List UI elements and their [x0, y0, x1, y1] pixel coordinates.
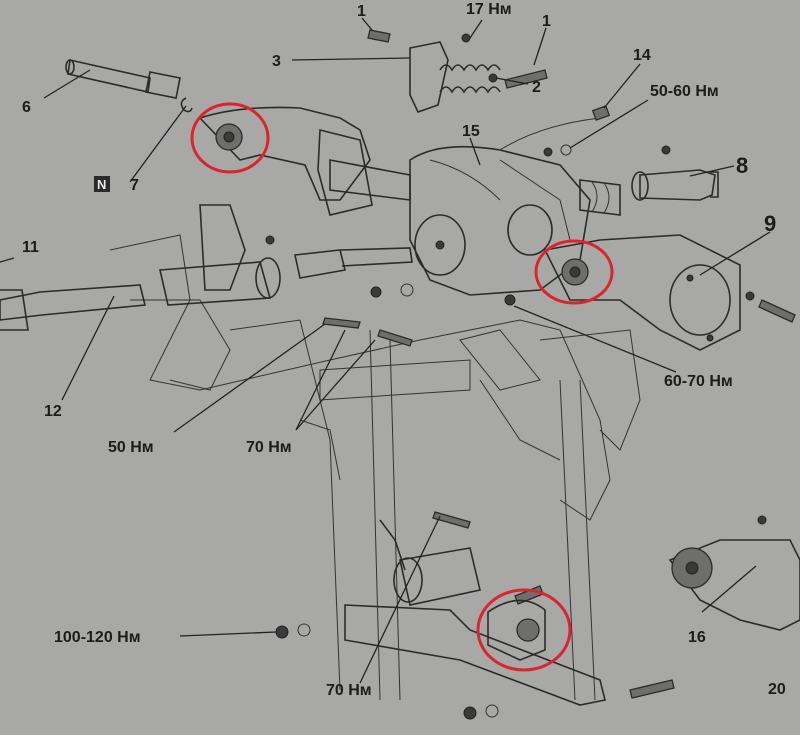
callout-7-group: N 7 [94, 176, 139, 194]
lower-crossmember [344, 519, 606, 706]
subframe-structure [109, 234, 641, 701]
callout-11: 11 [22, 239, 39, 256]
callout-16: 16 [688, 629, 706, 646]
torque-70-bottom: 70 Нм [326, 682, 372, 699]
torque-100-120: 100-120 Нм [54, 629, 141, 646]
part-14-sensor [499, 105, 611, 151]
part-9-right-arm [543, 234, 741, 351]
callout-15: 15 [462, 123, 480, 140]
nut-2 [488, 73, 498, 83]
torque-50-60: 50-60 Нм [650, 83, 719, 100]
torque-17: 17 Нм [466, 1, 512, 18]
torque-70-mid: 70 Нм [246, 439, 292, 456]
callout-8: 8 [736, 153, 748, 178]
part-16-bracket [668, 515, 800, 631]
highlight-circle-right-bushing [534, 239, 614, 305]
left-mount-bracket [199, 204, 275, 291]
left-trailing-arm [198, 106, 373, 216]
part-3-bracket [409, 41, 501, 113]
callout-6: 6 [22, 99, 31, 116]
part-8-flange [631, 169, 719, 201]
leader-lines [0, 17, 771, 684]
callout-14: 14 [633, 47, 651, 64]
callout-1-top: 1 [357, 3, 366, 20]
callout-7: 7 [130, 177, 139, 194]
part-12-propshaft [0, 247, 413, 331]
torque-60-70: 60-70 Нм [664, 373, 733, 390]
callout-3: 3 [272, 53, 281, 70]
part-6-shaft [65, 59, 181, 99]
highlight-circle-rear-mount [476, 588, 572, 672]
callout-9: 9 [764, 211, 776, 236]
torque-50: 50 Нм [108, 439, 154, 456]
callout-2: 2 [532, 79, 541, 96]
part-15-differential [329, 145, 621, 296]
bolt-1-top [367, 29, 391, 43]
callout-20-partial: 20 [768, 681, 786, 698]
nut-17 [461, 33, 471, 43]
highlight-circle-left-bushing [190, 102, 270, 174]
callout-1-right: 1 [542, 13, 551, 30]
bolt-1-right [504, 69, 548, 89]
part-7-clip [180, 97, 193, 113]
tightening-marker-n: N [97, 177, 106, 192]
callout-12: 12 [44, 403, 62, 420]
